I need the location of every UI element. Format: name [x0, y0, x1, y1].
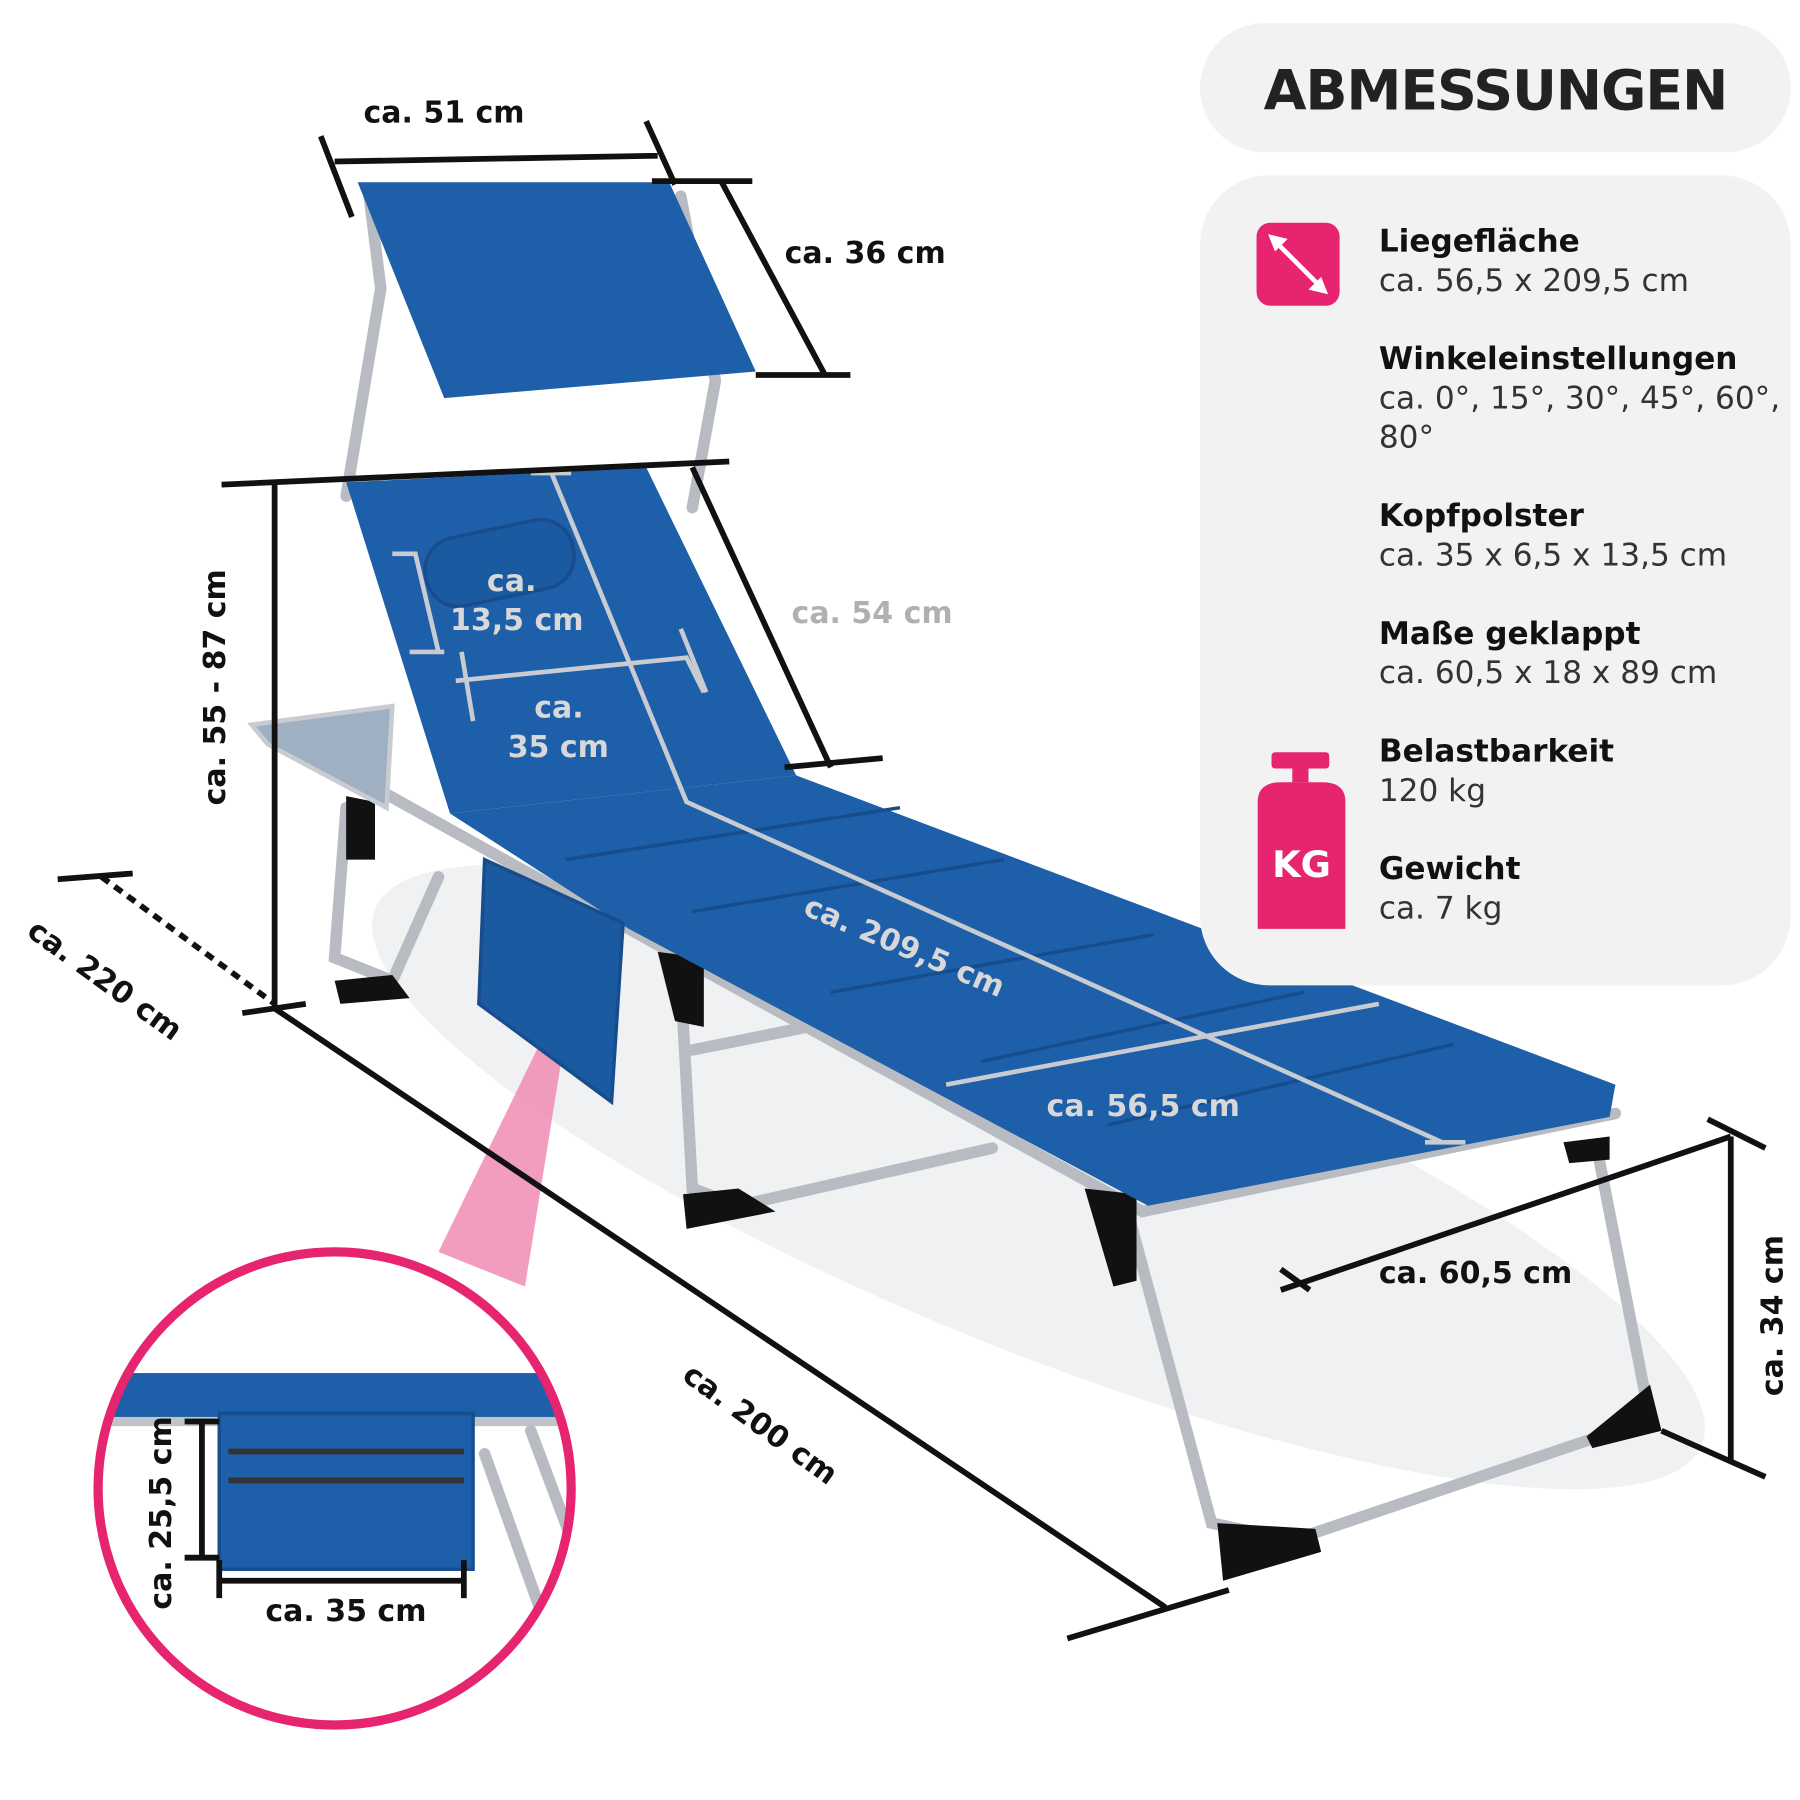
- pocket-inset: [93, 1247, 576, 1730]
- label-pillow-width-a: ca.: [534, 691, 583, 726]
- spec-value-headrest: ca. 35 x 6,5 x 13,5 cm: [1379, 537, 1727, 573]
- spec-label-folded: Maße geklappt: [1379, 616, 1641, 652]
- label-pocket-width: ca. 35 cm: [265, 1594, 426, 1629]
- spec-value-load: 120 kg: [1379, 773, 1486, 809]
- label-canopy-width: ca. 51 cm: [363, 95, 524, 130]
- lounger-frame: [259, 190, 1662, 1581]
- diagonal-arrow-icon: [1256, 222, 1340, 306]
- cushion-measure-lines: [392, 470, 1466, 1145]
- spec-label-lying-area: Liegefläche: [1379, 224, 1580, 260]
- label-canopy-depth: ca. 36 cm: [785, 236, 946, 271]
- spec-label-angles: Winkeleinstellungen: [1379, 341, 1738, 377]
- spec-label-headrest: Kopfpolster: [1379, 498, 1585, 534]
- spec-label-weight: Gewicht: [1379, 851, 1521, 887]
- label-pocket-height: ca. 25,5 cm: [144, 1416, 179, 1609]
- spec-label-load: Belastbarkeit: [1379, 734, 1614, 770]
- spec-value-folded: ca. 60,5 x 18 x 89 cm: [1379, 655, 1717, 691]
- seat-quilting: [565, 805, 1455, 1127]
- sun-canopy: [357, 182, 756, 399]
- label-frame-width: ca. 60,5 cm: [1379, 1256, 1572, 1291]
- label-lying-width: ca. 56,5 cm: [1047, 1089, 1240, 1124]
- spec-value-weight: ca. 7 kg: [1379, 890, 1503, 926]
- side-table: [247, 703, 395, 812]
- label-pillow-height-b: 13,5 cm: [450, 603, 584, 638]
- spec-value-lying-area: ca. 56,5 x 209,5 cm: [1379, 263, 1689, 299]
- spec-value-angles-cont: 80°: [1379, 420, 1434, 456]
- spec-value-angles: ca. 0°, 15°, 30°, 45°, 60°,: [1379, 380, 1780, 416]
- zoom-cone: [438, 1021, 568, 1287]
- label-backrest-length: ca. 54 cm: [792, 596, 953, 631]
- label-total-length: ca. 220 cm: [21, 913, 189, 1048]
- label-seat-height: ca. 34 cm: [1756, 1235, 1791, 1396]
- dimension-lines: [57, 119, 1767, 1642]
- inset-circle-border: [93, 1247, 576, 1730]
- title-panel: [1200, 23, 1791, 153]
- head-pillow: [423, 517, 576, 609]
- label-pillow-height-a: ca.: [487, 564, 536, 599]
- panel-title: ABMESSUNGEN: [1264, 60, 1728, 124]
- specs-panel: [1200, 175, 1791, 986]
- side-pocket: [477, 856, 625, 1106]
- svg-text:KG: KG: [1272, 843, 1331, 886]
- weight-kg-icon: KG: [1257, 752, 1346, 929]
- label-pillow-width-b: 35 cm: [508, 730, 609, 765]
- floor-shadow: [372, 864, 1705, 1490]
- seat-cushion: [450, 775, 1616, 1206]
- label-height-range: ca. 55 - 87 cm: [198, 569, 233, 805]
